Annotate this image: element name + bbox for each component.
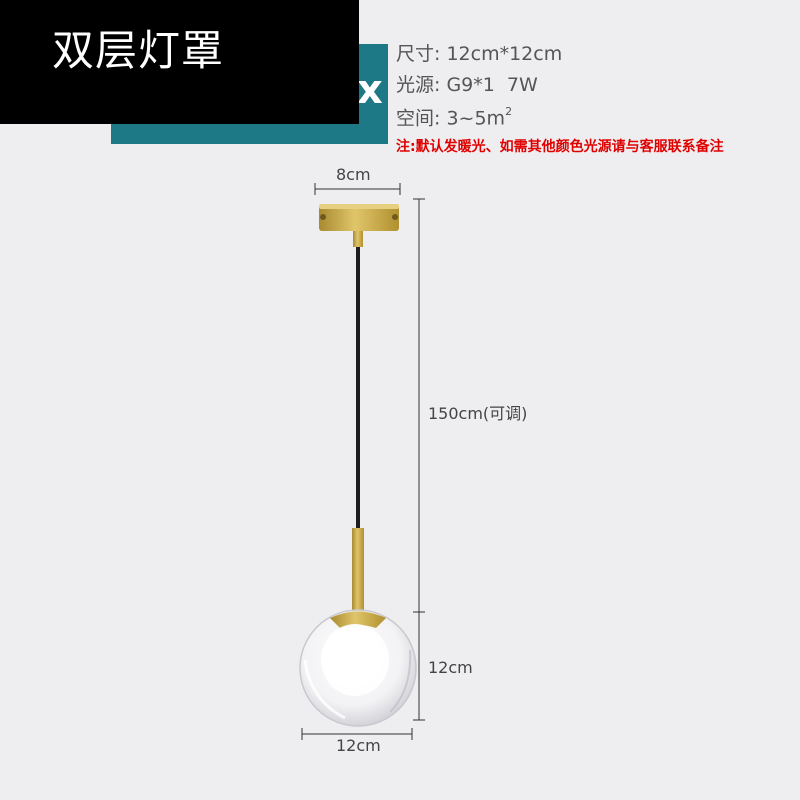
spec-size-value: 12cm*12cm — [446, 43, 563, 65]
dim-label-cord-length: 150cm(可调) — [428, 404, 528, 423]
dim-label-canopy-width: 8cm — [336, 165, 371, 184]
spec-size-label: 尺寸: — [396, 43, 441, 65]
title-box: 双层灯罩 — [0, 0, 359, 124]
dim-line-vertical — [413, 198, 425, 721]
brass-stem — [352, 528, 364, 623]
dim-label-globe-width: 12cm — [336, 736, 381, 755]
dim-label-globe-height: 12cm — [428, 658, 473, 677]
spec-light-value: G9*1 7W — [446, 74, 538, 96]
spec-space: 空间: 3~5m2 — [396, 105, 513, 130]
spec-space-sup: 2 — [505, 105, 513, 118]
canopy — [319, 204, 399, 247]
product-title: 双层灯罩 — [52, 26, 225, 75]
dim-line-canopy — [314, 183, 401, 195]
banner-fragment: x — [357, 67, 383, 113]
spec-light-label: 光源: — [396, 74, 441, 96]
warm-light-note: 注:默认发暖光、如需其他颜色光源请与客服联系备注 — [396, 139, 724, 155]
spec-size: 尺寸: 12cm*12cm — [396, 45, 562, 64]
spec-space-value: 3~5m — [446, 107, 506, 130]
glass-globe — [299, 609, 417, 727]
dim-line-globe-width — [301, 728, 413, 740]
spec-light-source: 光源: G9*1 7W — [396, 76, 538, 95]
spec-space-label: 空间: — [396, 107, 441, 130]
